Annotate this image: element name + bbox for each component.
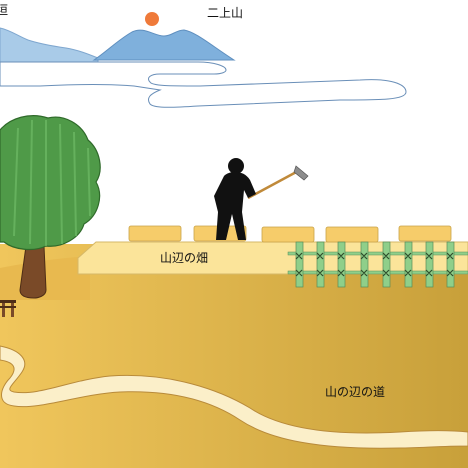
field-beds <box>128 225 452 243</box>
field-bed <box>261 226 315 243</box>
field-bed <box>128 225 182 242</box>
shrine-gate-icon <box>0 300 16 317</box>
bamboo-fence-icon <box>287 241 468 288</box>
tree-trunk <box>19 245 47 299</box>
field-bed <box>398 225 452 242</box>
mountain-nijosan <box>92 29 236 61</box>
mountain-label: 二上山 <box>207 6 244 20</box>
tree-icon <box>0 115 101 299</box>
mountain-range <box>0 27 236 63</box>
field-label: 山辺の畑 <box>160 251 209 265</box>
road-label: 山の辺の道 <box>325 385 386 399</box>
road-yamanobe <box>0 345 468 449</box>
field-bed <box>325 226 379 243</box>
sun-icon <box>145 12 159 26</box>
farmer-body <box>214 171 256 240</box>
top-left-label: 垣 <box>0 3 9 17</box>
farmer-with-hoe-icon <box>214 158 309 240</box>
river <box>0 61 407 108</box>
hoe-blade <box>293 165 309 181</box>
hoe-handle <box>247 168 301 200</box>
mountain-left <box>0 27 99 63</box>
farmer-head <box>228 158 244 174</box>
